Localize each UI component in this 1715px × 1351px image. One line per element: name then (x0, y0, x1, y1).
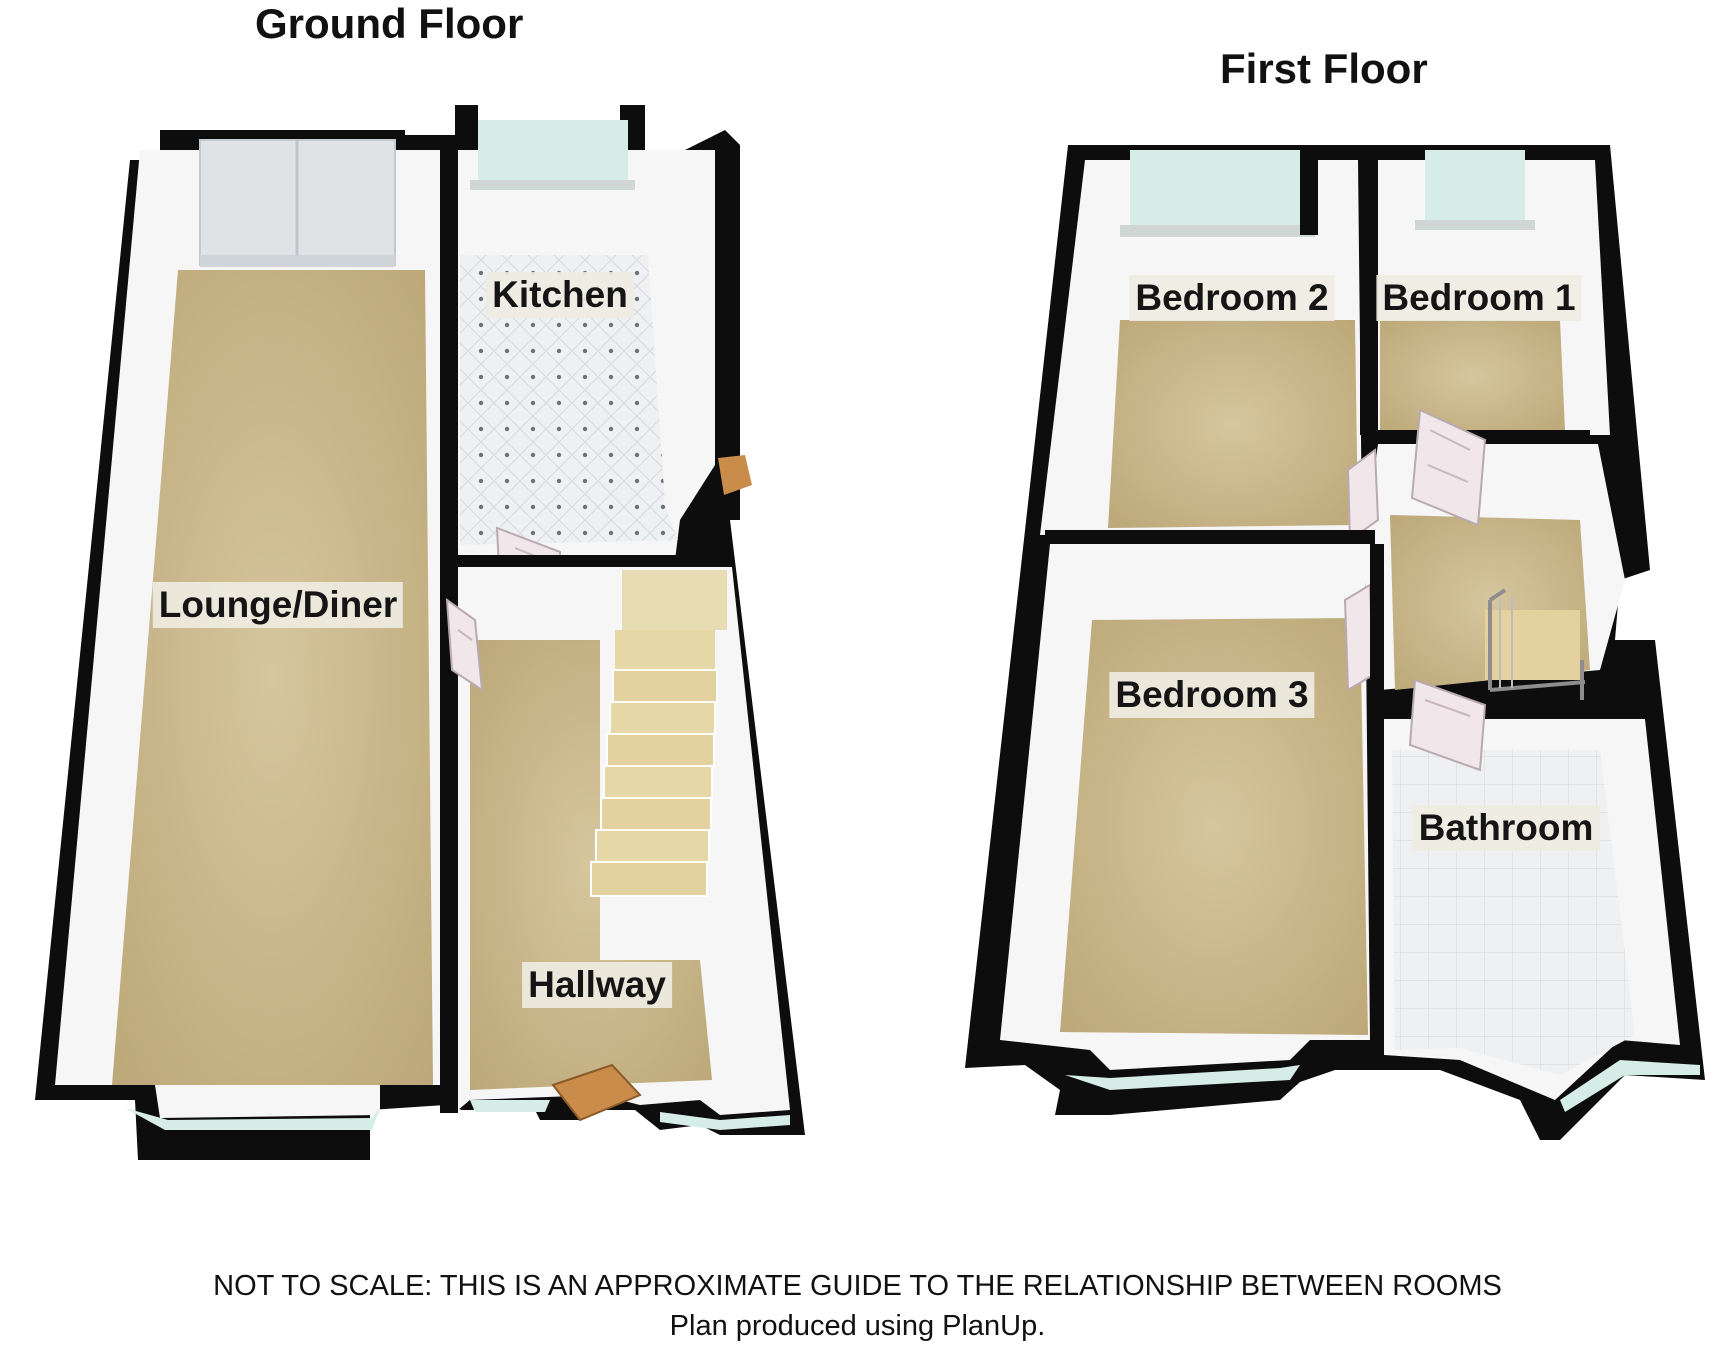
kitchen-window (478, 120, 628, 180)
bedroom2-floor (1108, 320, 1358, 528)
first-floor-plan (965, 145, 1705, 1140)
first-floor-title: First Floor (1220, 45, 1428, 92)
stair-railing (1485, 588, 1586, 700)
ground-floor-title: Ground Floor (255, 0, 524, 47)
bedroom3-door (1343, 583, 1375, 692)
lounge-hall-partition (440, 140, 458, 620)
room-label-lounge-diner: Lounge/Diner (152, 582, 404, 628)
bedroom3-bay-window (1065, 1065, 1300, 1090)
kitchen-side-door (718, 455, 752, 495)
lounge-hall-partition-lower (440, 688, 458, 1113)
bedroom3-bathroom-partition (1370, 544, 1384, 1069)
room-label-bedroom-3: Bedroom 3 (1109, 672, 1315, 718)
plan-credit-text: Plan produced using PlanUp. (669, 1310, 1046, 1342)
bedroom2-door (1346, 448, 1380, 542)
bedroom1-door (1410, 408, 1487, 527)
lounge-door (445, 597, 484, 693)
bathroom-door (1408, 678, 1487, 772)
room-label-kitchen: Kitchen (486, 272, 634, 318)
bathroom-floor (1392, 750, 1635, 1075)
bedroom1-bedroom2-partition (1360, 150, 1378, 435)
bedroom1-window (1425, 150, 1525, 220)
room-label-bathroom: Bathroom (1412, 805, 1600, 851)
bedroom2-window (1130, 150, 1305, 225)
kitchen-floor (460, 255, 678, 545)
room-label-bedroom-2: Bedroom 2 (1129, 275, 1335, 321)
front-door (551, 1063, 642, 1122)
hallway-front-window (470, 1100, 550, 1112)
kitchen-hall-partition (458, 555, 733, 567)
bedroom3-floor (1060, 618, 1368, 1035)
bathroom-bay-window (1560, 1060, 1700, 1112)
staircase (590, 570, 727, 897)
bedroom1-floor (1380, 320, 1565, 432)
lounge-floor (112, 270, 433, 1085)
room-label-bedroom-1: Bedroom 1 (1376, 275, 1582, 321)
room-label-hallway: Hallway (522, 962, 672, 1008)
lounge-patio-doors (199, 139, 396, 267)
disclaimer-text: NOT TO SCALE: THIS IS AN APPROXIMATE GUI… (213, 1270, 1502, 1302)
ground-floor-plan (35, 105, 805, 1160)
lounge-bay-window (125, 1108, 380, 1130)
bedroom2-bedroom3-partition (1045, 530, 1375, 544)
